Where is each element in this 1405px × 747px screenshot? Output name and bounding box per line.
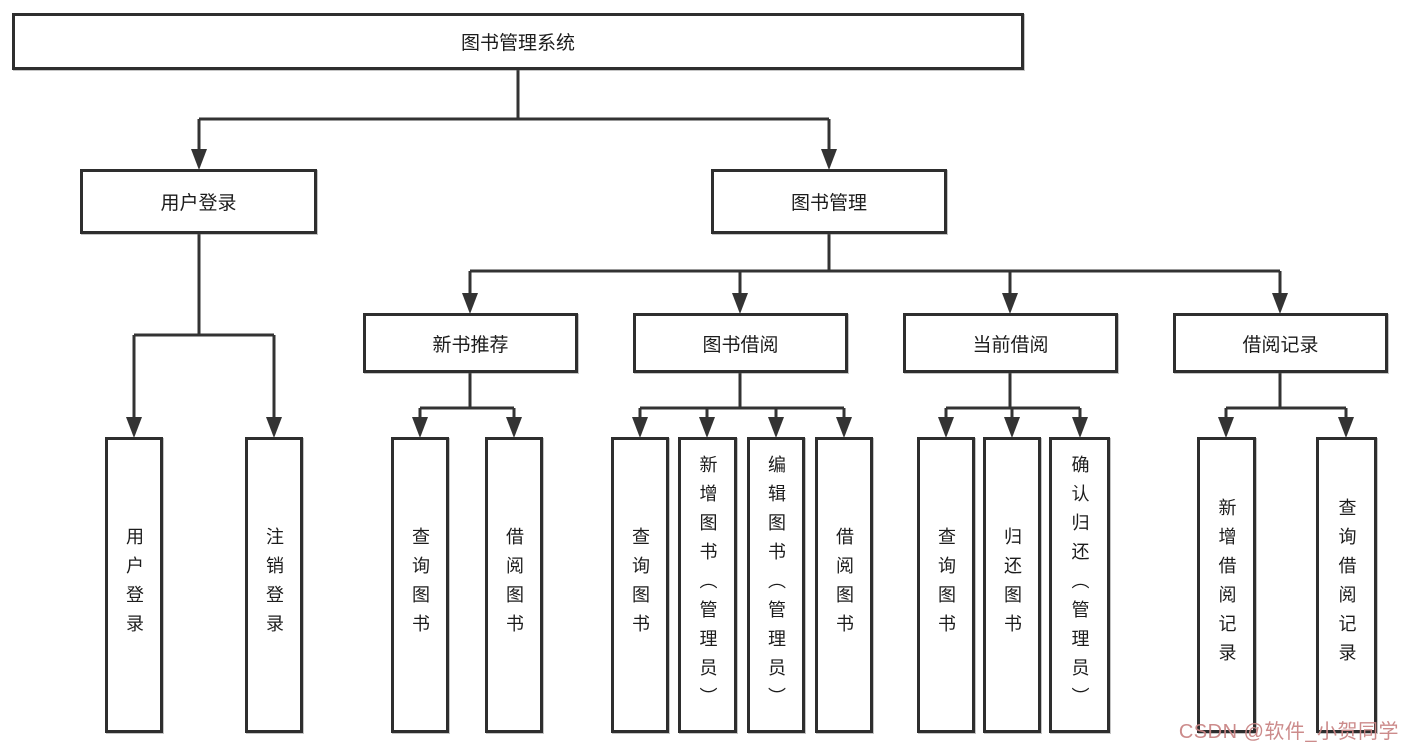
node-root-system: 图书管理系统 xyxy=(12,13,1024,70)
node-current-borrow: 当前借阅 xyxy=(903,313,1118,373)
leaf-query-borrow-record: 查询借阅记录 xyxy=(1316,437,1377,733)
leaf-edit-books-admin: 编辑图书（管理员） xyxy=(747,437,805,733)
leaf-confirm-return-admin: 确认归还（管理员） xyxy=(1049,437,1110,733)
leaf-add-borrow-record: 新增借阅记录 xyxy=(1197,437,1256,733)
node-book-management: 图书管理 xyxy=(711,169,947,234)
node-new-book-recommend: 新书推荐 xyxy=(363,313,578,373)
arrowheads xyxy=(126,149,1354,438)
leaf-query-books-recommend: 查询图书 xyxy=(391,437,449,733)
node-borrow-records: 借阅记录 xyxy=(1173,313,1388,373)
leaf-return-books: 归还图书 xyxy=(983,437,1041,733)
leaf-borrow-books-recommend: 借阅图书 xyxy=(485,437,543,733)
csdn-watermark: CSDN @软件_小贺同学 xyxy=(1178,721,1399,743)
leaf-user-login: 用户登录 xyxy=(105,437,163,733)
node-user-login: 用户登录 xyxy=(80,169,317,234)
node-book-borrow: 图书借阅 xyxy=(633,313,848,373)
leaf-add-books-admin: 新增图书（管理员） xyxy=(678,437,737,733)
leaf-query-books-current: 查询图书 xyxy=(917,437,975,733)
leaf-borrow-books: 借阅图书 xyxy=(815,437,873,733)
leaf-logout: 注销登录 xyxy=(245,437,303,733)
leaf-query-books-borrow: 查询图书 xyxy=(611,437,669,733)
